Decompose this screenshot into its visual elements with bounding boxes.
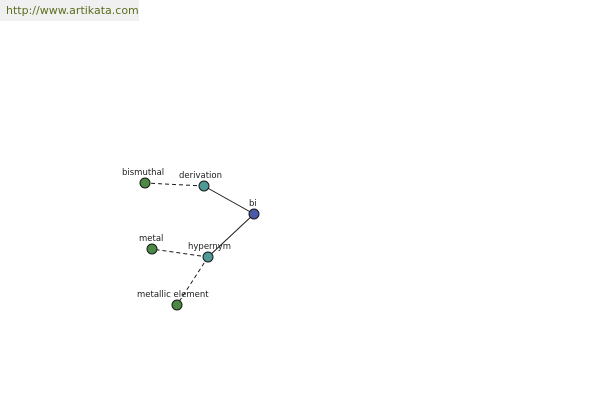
node-label-hypernym: hypernym xyxy=(188,242,231,252)
nodes-layer: bi derivation hypernym bismuthal metal metall… xyxy=(122,168,260,311)
edge-derivation-bismuthal xyxy=(144,182,205,187)
edges-layer xyxy=(144,182,255,306)
node-metal[interactable]: metal xyxy=(139,234,163,255)
node-circle-metallic-element[interactable] xyxy=(171,299,183,311)
edge-bi-derivation xyxy=(203,185,255,215)
node-derivation[interactable]: derivation xyxy=(179,171,222,192)
node-bi[interactable]: bi xyxy=(248,199,260,220)
node-circle-derivation[interactable] xyxy=(198,180,210,192)
node-circle-bismuthal[interactable] xyxy=(139,177,151,189)
edge-hypernym-metal xyxy=(151,248,209,258)
node-label-bismuthal: bismuthal xyxy=(122,168,164,178)
node-metallic-element[interactable]: metallic element xyxy=(137,290,209,311)
node-label-derivation: derivation xyxy=(179,171,222,181)
node-label-bi: bi xyxy=(249,199,257,209)
edge-bi-hypernym xyxy=(207,213,255,258)
node-bismuthal[interactable]: bismuthal xyxy=(122,168,164,189)
edge-hypernym-metallic-element xyxy=(176,256,209,306)
node-circle-hypernym[interactable] xyxy=(202,251,214,263)
node-label-metallic-element: metallic element xyxy=(137,290,209,300)
site-url-link[interactable]: http://www.artikata.com xyxy=(0,0,139,21)
node-circle-metal[interactable] xyxy=(146,243,158,255)
node-circle-bi[interactable] xyxy=(248,208,260,220)
node-hypernym[interactable]: hypernym xyxy=(188,242,231,263)
node-label-metal: metal xyxy=(139,234,163,244)
